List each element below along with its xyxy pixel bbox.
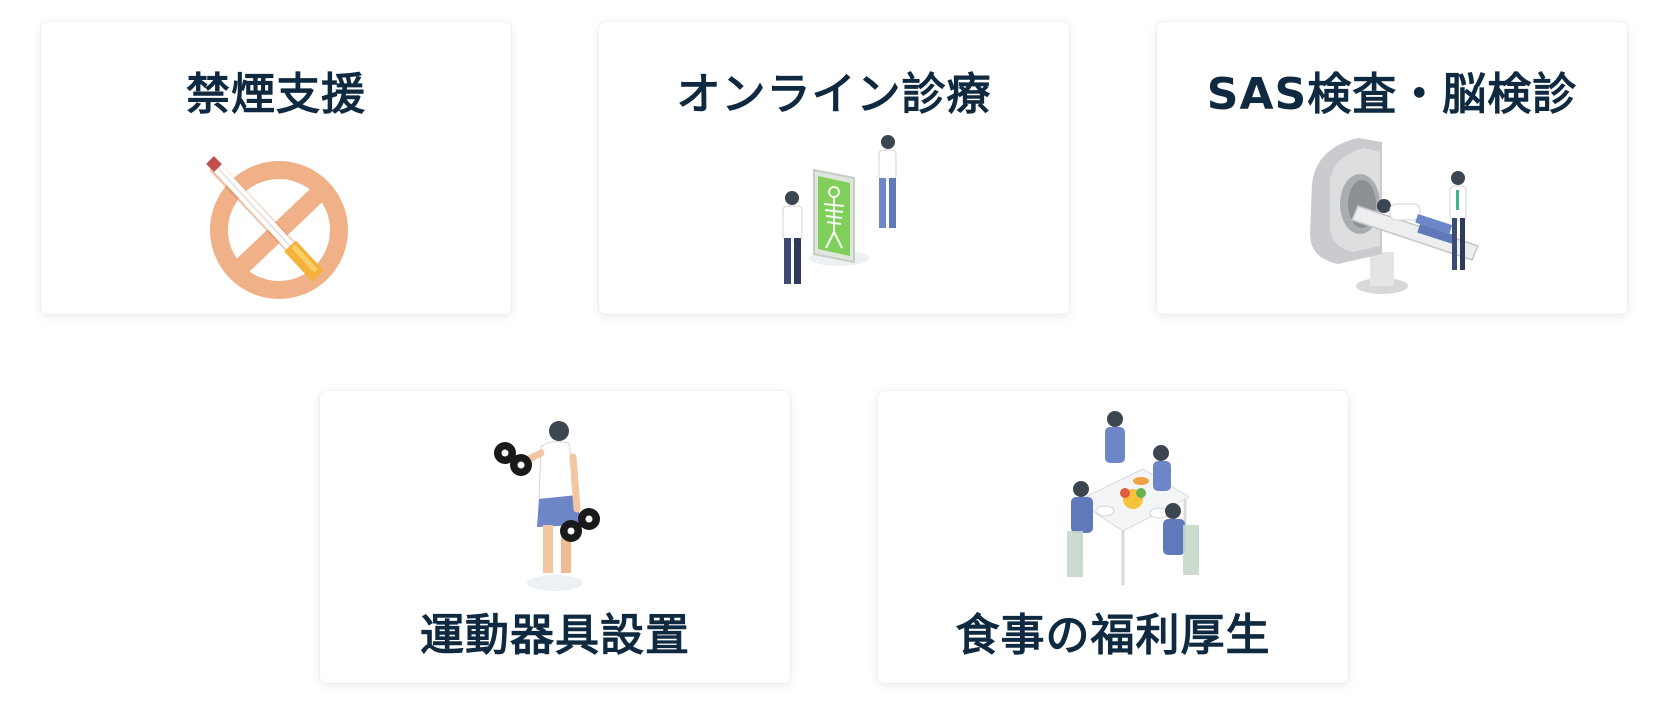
card-title: 食事の福利厚生 bbox=[955, 610, 1271, 661]
card-sas-brain-check[interactable]: SAS検査・脳検診 bbox=[1157, 22, 1627, 314]
online-consultation-icon bbox=[782, 135, 897, 284]
card-meal-benefits[interactable]: 食事の福利厚生 bbox=[878, 391, 1348, 683]
card-exercise-equipment[interactable]: 運動器具設置 bbox=[320, 391, 790, 683]
dumbbell-exercise-icon bbox=[494, 421, 600, 591]
no-smoking-icon bbox=[206, 156, 348, 299]
card-smoking-cessation[interactable]: 禁煙支援 bbox=[41, 22, 511, 314]
card-title: オンライン診療 bbox=[676, 69, 992, 120]
card-title: 運動器具設置 bbox=[420, 610, 690, 661]
card-online-consultation[interactable]: オンライン診療 bbox=[599, 22, 1069, 314]
card-title: SAS検査・脳検診 bbox=[1206, 69, 1578, 120]
mri-scanner-icon bbox=[1310, 138, 1480, 294]
card-title: 禁煙支援 bbox=[186, 69, 366, 120]
group-meal-icon bbox=[1067, 411, 1199, 585]
